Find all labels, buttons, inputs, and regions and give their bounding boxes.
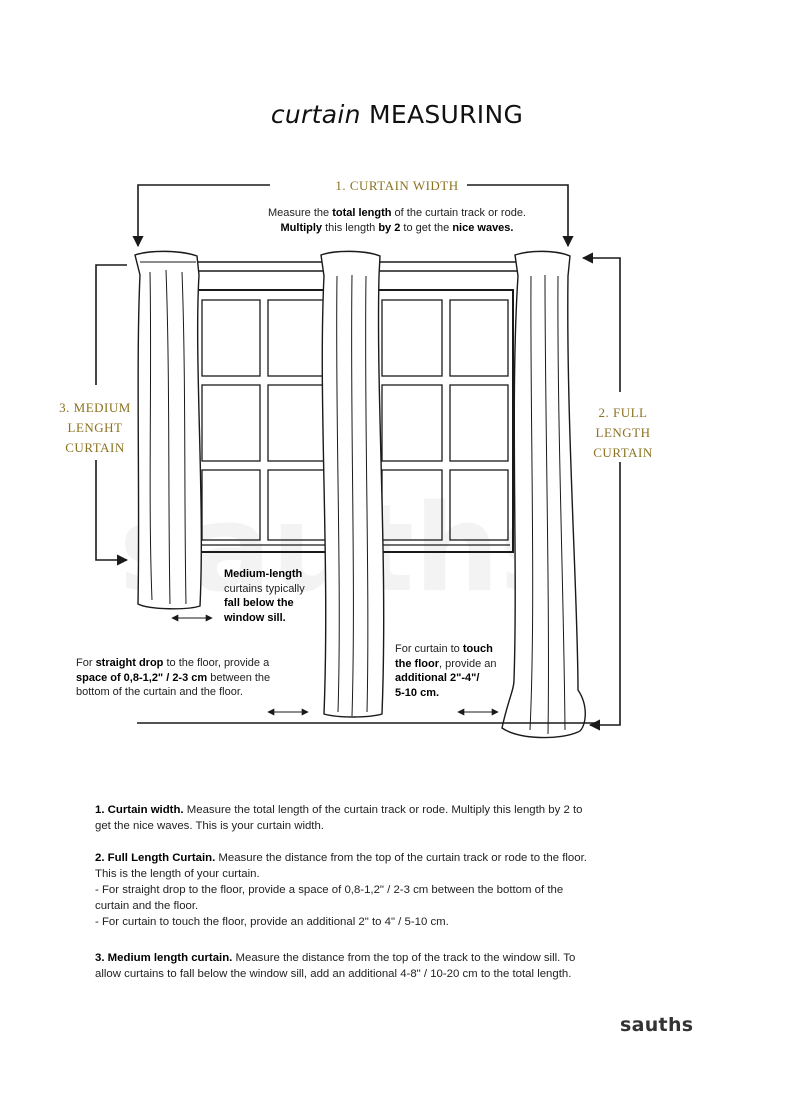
instruction-full-length: 2. Full Length Curtain. Measure the dist… bbox=[95, 852, 587, 928]
instruction-medium-length: 3. Medium length curtain. Measure the di… bbox=[95, 952, 576, 980]
full-length-arrow bbox=[581, 252, 621, 731]
curtain-width-label: 1. CURTAIN WIDTH bbox=[0, 178, 794, 194]
width-note: Measure the total length of the curtain … bbox=[268, 207, 526, 234]
width-arrow bbox=[132, 184, 574, 248]
medium-note: Medium-length curtains typically fall be… bbox=[224, 568, 305, 624]
medium-length-arrow bbox=[95, 264, 129, 566]
middle-curtain bbox=[320, 250, 385, 718]
instruction-curtain-width: 1. Curtain width. Measure the total leng… bbox=[95, 804, 583, 832]
medium-length-label: 3. MEDIUM LENGHT CURTAIN bbox=[59, 400, 131, 455]
title-rest: MEASURING bbox=[360, 100, 524, 129]
straight-drop-note: For straight drop to the floor, provide … bbox=[76, 657, 271, 698]
dimension-markers bbox=[171, 614, 499, 716]
title-italic: curtain bbox=[270, 100, 361, 129]
page-title: curtain MEASURING bbox=[0, 100, 794, 129]
left-curtain bbox=[134, 250, 203, 610]
full-length-label: 2. FULL LENGTH CURTAIN bbox=[593, 405, 653, 460]
touch-floor-note: For curtain to touch the floor, provide … bbox=[395, 643, 497, 699]
right-curtain bbox=[501, 250, 586, 739]
brand-logo: sauths bbox=[620, 1014, 694, 1036]
